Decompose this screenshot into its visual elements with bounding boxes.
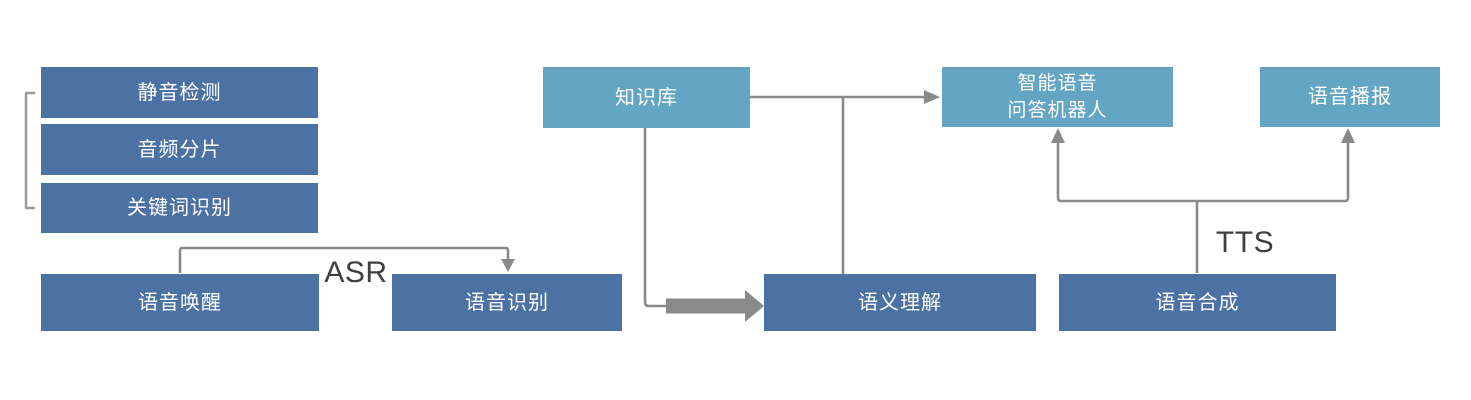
box-speech-recognition: 语音识别 <box>392 274 622 331</box>
qa-robot-line1: 智能语音 <box>1017 73 1098 94</box>
box-keyword-recognition: 关键词识别 <box>41 183 318 233</box>
box-silence-detection: 静音检测 <box>41 67 318 118</box>
box-semantic-understanding: 语义理解 <box>764 274 1036 331</box>
tts-fork-arms <box>1056 142 1350 203</box>
qa-robot-line2: 问答机器人 <box>1007 100 1108 121</box>
box-qa-robot: 智能语音 问答机器人 <box>942 67 1173 127</box>
tts-arrowhead-broadcast <box>1341 128 1355 143</box>
tts-edge-label: TTS <box>1215 226 1275 259</box>
knowledge-down-elbow <box>643 128 667 308</box>
group-bracket <box>24 91 35 210</box>
tts-arrowhead-robot <box>1051 128 1065 143</box>
box-voice-wakeup: 语音唤醒 <box>41 274 319 331</box>
box-knowledge-base: 知识库 <box>543 67 750 128</box>
asr-edge-label: ASR <box>324 256 388 289</box>
thick-arrow-into-semantic <box>666 290 764 322</box>
knowledge-to-robot-arrowhead <box>924 90 940 104</box>
box-speech-synthesis: 语音合成 <box>1059 274 1336 331</box>
asr-arrowhead-down <box>501 259 515 272</box>
box-audio-slicing: 音频分片 <box>41 124 318 175</box>
box-voice-broadcast: 语音播报 <box>1260 67 1440 127</box>
